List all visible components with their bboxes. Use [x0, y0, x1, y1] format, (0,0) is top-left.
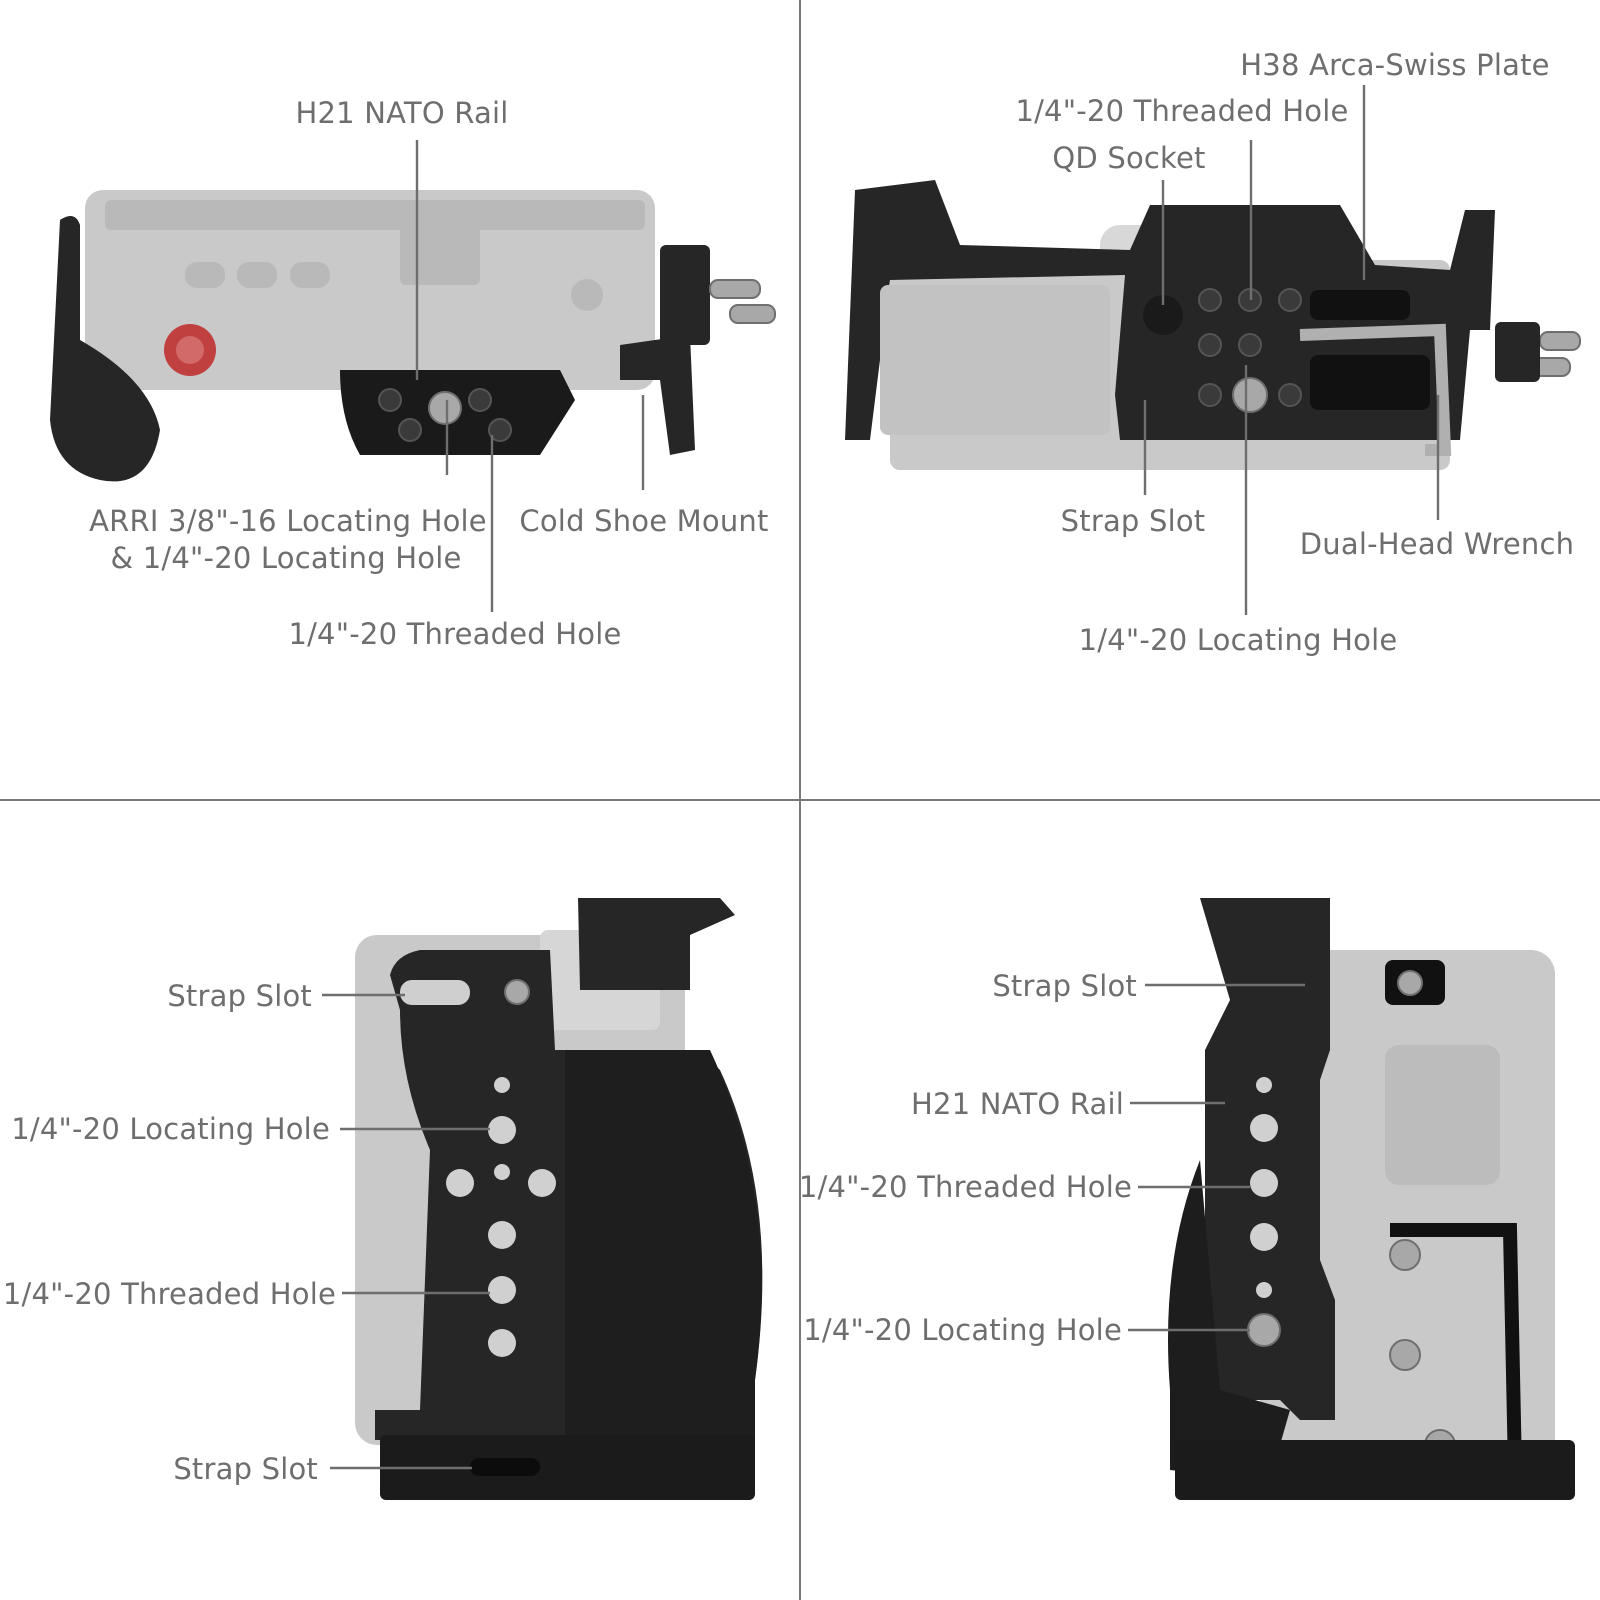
label-locating-hole: 1/4"-20 Locating Hole [1078, 623, 1398, 657]
label-arri-locating-hole-line2: & 1/4"-20 Locating Hole [110, 541, 462, 575]
label-nato-rail: H21 NATO Rail [295, 96, 509, 130]
label-arri-locating-hole: ARRI 3/8"-16 Locating Hole [89, 504, 487, 538]
bottom-view-cage [845, 180, 1581, 456]
top-view-camera [85, 190, 655, 390]
label-dual-head-wrench: Dual-Head Wrench [1299, 527, 1575, 561]
label-locating-hole: 1/4"-20 Locating Hole [803, 1313, 1122, 1347]
right-side-cage [375, 898, 763, 1500]
label-strap-slot-top: Strap Slot [167, 979, 312, 1013]
leader-lines [322, 85, 1440, 1470]
left-side-cage [1168, 898, 1575, 1500]
label-strap-slot: Strap Slot [1060, 504, 1206, 538]
top-view-cage [50, 216, 776, 482]
horizontal-divider [0, 799, 1600, 801]
label-nato-rail: H21 NATO Rail [911, 1087, 1124, 1121]
label-strap-slot-bottom: Strap Slot [173, 1452, 318, 1486]
label-threaded-hole: 1/4"-20 Threaded Hole [798, 1170, 1132, 1204]
label-threaded-hole: 1/4"-20 Threaded Hole [2, 1277, 336, 1311]
label-threaded-hole: 1/4"-20 Threaded Hole [1015, 94, 1349, 128]
label-strap-slot: Strap Slot [992, 969, 1137, 1003]
label-cold-shoe-mount: Cold Shoe Mount [519, 504, 769, 538]
label-threaded-hole: 1/4"-20 Threaded Hole [288, 617, 622, 651]
label-arca-swiss-plate: H38 Arca-Swiss Plate [1240, 48, 1550, 82]
label-locating-hole: 1/4"-20 Locating Hole [11, 1112, 330, 1146]
label-qd-socket: QD Socket [1052, 141, 1206, 175]
